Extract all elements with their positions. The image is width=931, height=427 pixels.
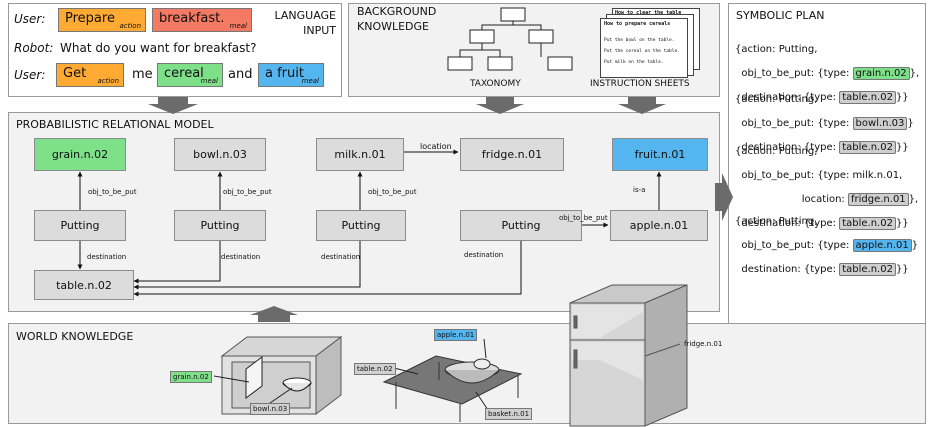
plan2-line1: {action: Putting, [735,94,818,105]
plan4-line1: {action: Putting, [735,216,818,227]
plan4-line2: obj_to_be_put: {type: apple.n.01} [735,239,919,252]
symbolic-plan-title: SYMBOLIC PLAN [736,9,825,22]
instruction-sheet-front: How to prepare cereals Put the bowl on t… [600,18,688,78]
world-tag-bowl: bowl.n.03 [250,403,291,415]
edge-label-isa: is-a [633,186,646,194]
me-word: me [132,67,153,82]
plan-block-1: {action: Putting, obj_to_be_put: {type: … [735,32,919,116]
arrow-taxonomy-to-prm [476,97,524,114]
arrow-world-to-prm [250,306,298,322]
edge-label-location: location [420,142,452,151]
plan-block-3: {action: Putting, obj_to_be_put: {type: … [735,134,918,242]
breakfast-chip: breakfast. meal [152,8,252,32]
flow-arrows [148,97,733,322]
plan3-line3: location: fridge.n.01}, [735,193,919,206]
arrow-sheets-to-prm [618,97,666,114]
node-putting-3: Putting [316,210,406,241]
breakfast-sub: meal [229,22,247,30]
prepare-word: Prepare [65,11,115,26]
edge-label-dest-1: destination [87,253,127,261]
plan2-line2: obj_to_be_put: {type: bowl.n.03} [735,117,914,130]
edge-label-dest-3: destination [321,253,361,261]
breakfast-word: breakfast. [159,11,225,26]
edge-label-obj-1: obj_to_be_put [88,188,137,196]
node-grain: grain.n.02 [34,138,126,171]
user-label-1: User: [14,12,46,26]
node-putting-1: Putting [34,210,126,241]
instruction-sheets-label: INSTRUCTION SHEETS [590,79,690,89]
node-apple: apple.n.01 [610,210,708,241]
plan1-line3: destination: {type: table.n.02}} [735,91,909,104]
edge-label-obj-4: obj_to_be_put [559,214,608,222]
user-label-2: User: [14,68,46,82]
and-word: and [228,67,253,82]
plan3-line1: {action: Putting, [735,146,818,157]
world-tag-fridge: fridge.n.01 [684,340,723,348]
plan4-obj: apple.n.01 [852,239,912,252]
world-leaders [213,338,489,411]
sheet-line-3: Put milk on the table. [604,60,664,65]
prm-edges [77,149,662,297]
node-fruit: fruit.n.01 [612,138,708,171]
table-with-basket [382,355,523,422]
get-chip: Get action [56,63,124,87]
arrow-language-to-prm [148,97,198,114]
taxonomy-label: TAXONOMY [470,79,521,89]
node-milk: milk.n.01 [316,138,404,171]
node-table: table.n.02 [34,270,134,300]
plan2-dest: table.n.02 [839,141,896,154]
get-word: Get [63,66,87,81]
edge-label-obj-2: obj_to_be_put [223,188,272,196]
prepare-sub: action [119,22,141,30]
plan3-dest: table.n.02 [839,217,896,230]
world-knowledge-title: WORLD KNOWLEDGE [16,330,134,343]
node-fridge: fridge.n.01 [460,138,564,171]
fruit-sub: meal [301,77,319,85]
plan1-line2: obj_to_be_put: {type: grain.n.02}, [735,67,920,80]
prm-title: PROBABILISTIC RELATIONAL MODEL [16,118,214,131]
plan1-obj: grain.n.02 [852,67,910,80]
cereal-word: cereal [164,66,204,81]
world-tag-apple: apple.n.01 [434,329,478,341]
node-putting-2: Putting [174,210,266,241]
node-bowl: bowl.n.03 [174,138,266,171]
plan4-line3: destination: {type: table.n.02}} [735,263,909,276]
world-tag-table: table.n.02 [354,363,396,375]
plan4-dest: table.n.02 [839,263,896,276]
edge-label-obj-3: obj_to_be_put [368,188,417,196]
prepare-chip: Prepare action [58,8,146,32]
plan3-location: fridge.n.01 [847,193,909,206]
edge-label-dest-2: destination [221,253,261,261]
world-tag-grain: grain.n.02 [170,371,212,383]
get-sub: action [97,77,119,85]
taxonomy-tree [447,7,573,71]
edge-label-dest-4: destination [464,251,504,259]
instruction-sheet-back-title: How to clear the table [615,10,682,16]
plan-block-4: {action: Putting, obj_to_be_put: {type: … [735,204,918,288]
sheet-line-1: Put the bowl on the table. [604,38,675,43]
plan3-line2: obj_to_be_put: {type: milk.n.01, [735,170,903,181]
fruit-word: a fruit [265,66,304,81]
plan1-line1: {action: Putting, [735,44,818,55]
plan2-line3: destination: {type: table.n.02}} [735,141,909,154]
node-putting-4: Putting [460,210,582,241]
robot-text: What do you want for breakfast? [60,41,257,55]
plan2-obj: bowl.n.03 [852,117,908,130]
robot-label: Robot: [14,41,54,55]
sheet-front-title: How to prepare cereals [604,21,671,27]
background-knowledge-title: BACKGROUND KNOWLEDGE [357,5,437,33]
plan-block-2: {action: Putting, obj_to_be_put: {type: … [735,82,914,166]
world-tag-basket: basket.n.01 [485,408,533,420]
plan3-line4: destination: {type: table.n.02}} [735,217,909,230]
cereal-sub: meal [200,77,218,85]
arrow-prm-to-plan [715,173,733,221]
plan1-dest: table.n.02 [839,91,896,104]
language-input-title: LANGUAGE INPUT [274,9,336,37]
oven-box [220,335,343,416]
fridge-drawing [569,284,688,427]
sheet-line-2: Put the cereal on the table. [604,49,680,54]
